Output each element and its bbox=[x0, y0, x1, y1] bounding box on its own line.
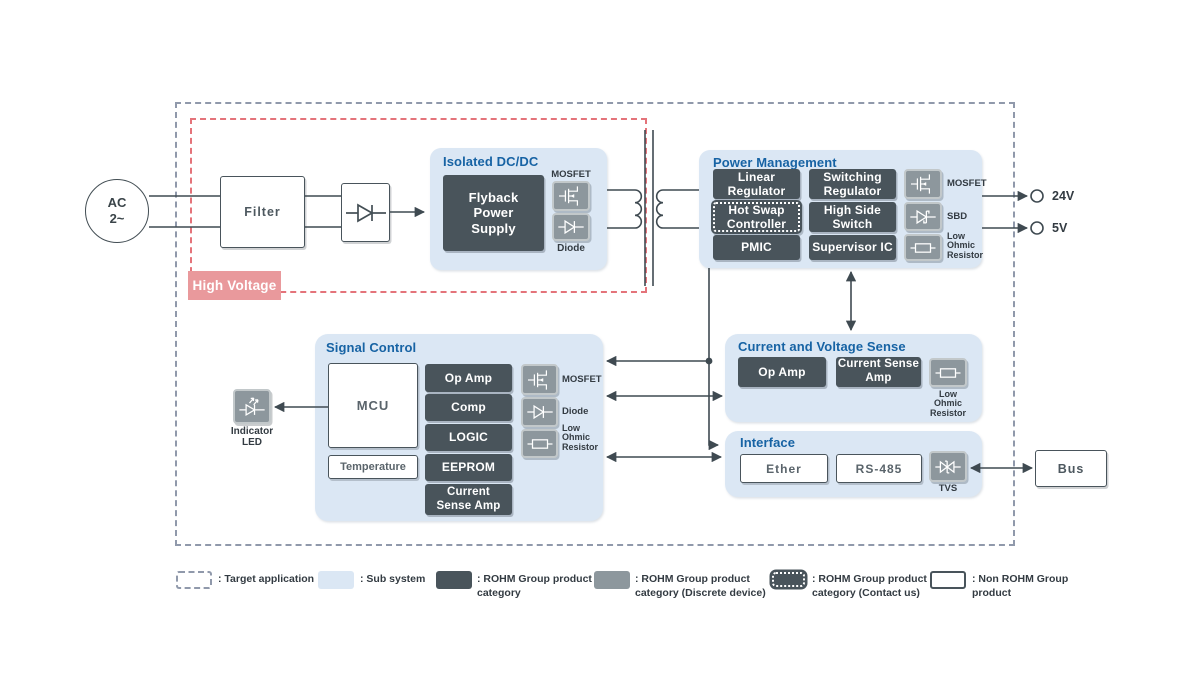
output-24v-label: 24V bbox=[1052, 189, 1075, 203]
mosfet-label: MOSFET bbox=[551, 169, 591, 180]
diode-icon bbox=[345, 203, 386, 222]
ether-block: Ether bbox=[740, 454, 828, 483]
legend-target-swatch bbox=[176, 571, 212, 589]
current-sense-amp-block: Current Sense Amp bbox=[836, 357, 921, 387]
legend-target-label: : Target application bbox=[218, 573, 315, 585]
rs485-block: RS-485 bbox=[836, 454, 922, 483]
low-ohmic-resistor-icon bbox=[904, 234, 942, 261]
filter-label: Filter bbox=[244, 205, 281, 219]
interface-title: Interface bbox=[740, 435, 796, 450]
high-side-switch-block: High Side Switch bbox=[809, 202, 896, 232]
output-5v-node bbox=[1030, 221, 1044, 235]
linear-regulator-block: Linear Regulator bbox=[713, 169, 800, 199]
filter-block: Filter bbox=[220, 176, 305, 248]
bus-block: Bus bbox=[1035, 450, 1107, 487]
rs485-label: RS-485 bbox=[855, 461, 903, 476]
mcu-label: MCU bbox=[356, 398, 390, 413]
logic-block: LOGIC bbox=[425, 424, 512, 451]
supervisor-ic-block: Supervisor IC bbox=[809, 235, 896, 260]
diode-label: Diode bbox=[557, 243, 585, 254]
mosfet-icon bbox=[904, 169, 942, 199]
diode-icon bbox=[552, 213, 590, 241]
comp-block: Comp bbox=[425, 394, 512, 421]
diode-icon bbox=[521, 397, 558, 427]
eeprom-block: EEPROM bbox=[425, 454, 512, 481]
output-5v-label: 5V bbox=[1052, 221, 1068, 235]
interface-section: Interface Ether RS-485 TVS bbox=[725, 431, 982, 497]
signal-control-title: Signal Control bbox=[326, 340, 417, 355]
current-voltage-sense-section: Current and Voltage Sense Op Amp Current… bbox=[725, 334, 982, 422]
sbd-label: SBD bbox=[947, 211, 968, 222]
legend-rohm-swatch bbox=[436, 571, 472, 589]
current-voltage-sense-title: Current and Voltage Sense bbox=[738, 339, 906, 354]
power-management-section: Power Management Linear Regulator Switch… bbox=[699, 150, 987, 268]
legend-contact-swatch bbox=[772, 572, 805, 587]
ether-label: Ether bbox=[766, 461, 802, 476]
pmic-block: PMIC bbox=[713, 235, 800, 260]
isolated-dcdc-section: Isolated DC/DC Flyback Power Supply MOSF… bbox=[430, 148, 607, 270]
mosfet-icon bbox=[552, 181, 590, 211]
bus-label: Bus bbox=[1057, 461, 1085, 476]
legend-non-rohm-swatch bbox=[930, 571, 966, 589]
legend-contact-label: : ROHM Group product category (Contact u… bbox=[812, 573, 927, 599]
sbd-icon bbox=[904, 202, 942, 231]
mosfet-icon bbox=[521, 364, 558, 395]
op-amp-block: Op Amp bbox=[738, 357, 826, 387]
current-sense-amp-block: Current Sense Amp bbox=[425, 484, 512, 515]
hot-swap-controller-block: Hot Swap Controller bbox=[713, 202, 800, 232]
tvs-icon bbox=[929, 451, 967, 482]
ac-source: AC 2~ bbox=[85, 179, 149, 243]
isolated-dcdc-title: Isolated DC/DC bbox=[443, 154, 539, 169]
diode-label: Diode bbox=[562, 406, 589, 417]
power-management-title: Power Management bbox=[713, 155, 837, 170]
indicator-led-icon bbox=[233, 389, 271, 424]
op-amp-block: Op Amp bbox=[425, 364, 512, 392]
high-voltage-boundary bbox=[190, 118, 647, 293]
low-ohmic-resistor-label: Low Ohmic Resistor bbox=[947, 231, 984, 260]
target-application-boundary bbox=[175, 102, 1015, 546]
output-24v-node bbox=[1030, 189, 1044, 203]
legend-discrete-swatch bbox=[594, 571, 630, 589]
low-ohmic-resistor-icon bbox=[521, 429, 558, 458]
high-voltage-label: High Voltage bbox=[188, 271, 281, 300]
rectifier-diode-block bbox=[341, 183, 390, 242]
mosfet-label: MOSFET bbox=[562, 374, 602, 385]
temperature-block: Temperature bbox=[328, 455, 418, 479]
low-ohmic-resistor-icon bbox=[929, 358, 967, 387]
mcu-block: MCU bbox=[328, 363, 418, 448]
legend-subsystem-swatch bbox=[318, 571, 354, 589]
legend-discrete-label: : ROHM Group product category (Discrete … bbox=[635, 573, 766, 599]
signal-control-section: Signal Control MCU Temperature Op Amp Co… bbox=[315, 334, 603, 521]
flyback-power-supply-block: Flyback Power Supply bbox=[443, 175, 544, 251]
switching-regulator-block: Switching Regulator bbox=[809, 169, 896, 199]
low-ohmic-resistor-label: Low Ohmic Resistor bbox=[562, 423, 599, 452]
legend-rohm-label: : ROHM Group product category bbox=[477, 573, 592, 599]
legend-non-rohm-label: : Non ROHM Group product bbox=[972, 573, 1069, 599]
mosfet-label: MOSFET bbox=[947, 178, 987, 189]
legend-subsystem-label: : Sub system bbox=[360, 573, 426, 585]
tvs-label: TVS bbox=[938, 483, 958, 494]
temperature-label: Temperature bbox=[340, 461, 406, 473]
low-ohmic-resistor-label: Low Ohmic Resistor bbox=[929, 389, 966, 418]
indicator-led-label: Indicator LED bbox=[230, 426, 274, 448]
